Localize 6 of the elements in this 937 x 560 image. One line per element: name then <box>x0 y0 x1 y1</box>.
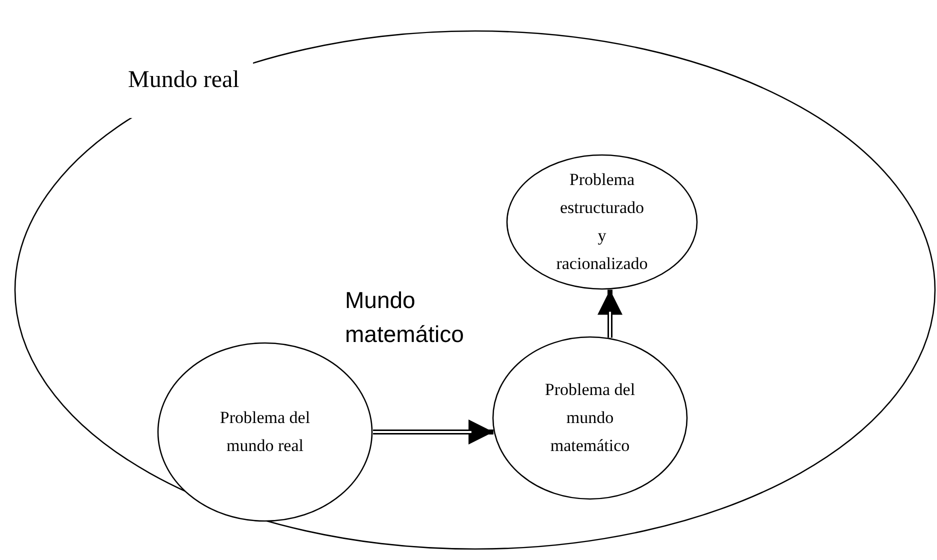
node-text: Problema del mundo matemático <box>544 379 636 457</box>
node-text: Problema del mundo real <box>218 407 312 457</box>
double-arrow <box>598 290 622 338</box>
double-arrow <box>373 420 494 444</box>
region-label: Mundo matemático <box>345 286 465 349</box>
node-text: Problema estructurado y racionalizado <box>555 169 649 275</box>
